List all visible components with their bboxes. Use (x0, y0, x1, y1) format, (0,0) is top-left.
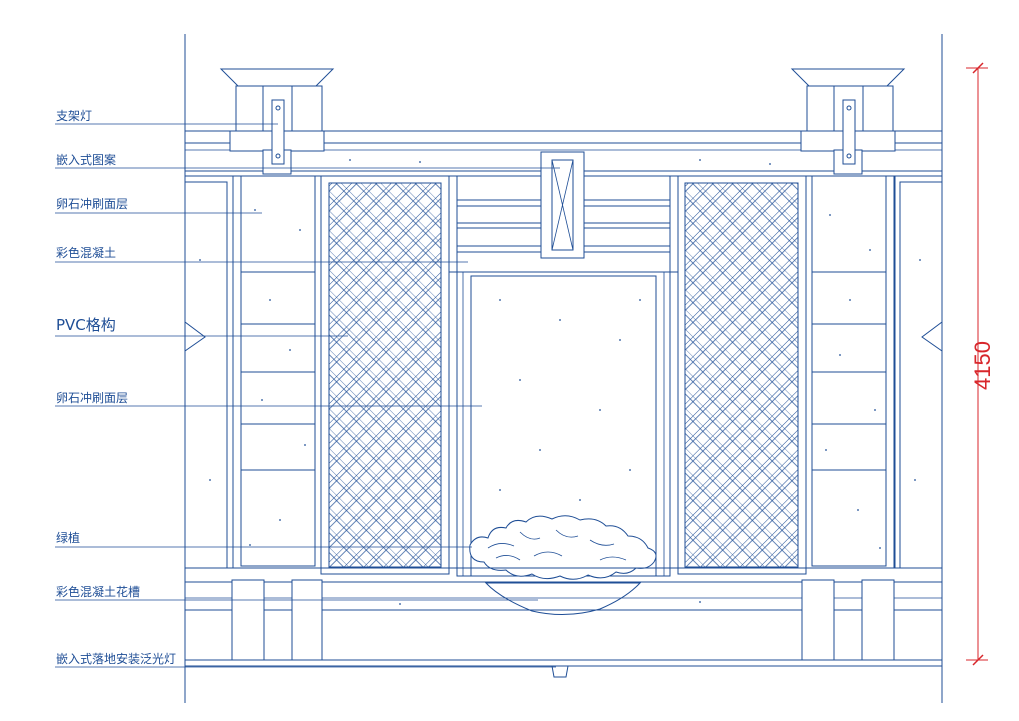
right-pvc-lattice (677, 175, 807, 575)
left-boundary-line (184, 34, 206, 703)
leader-lines (55, 123, 560, 668)
inset-emblem (540, 151, 585, 259)
label-bracket-lamp: 支架灯 (56, 109, 93, 123)
floor-uplight (551, 665, 569, 678)
right-boundary-line (921, 34, 943, 703)
shrub (469, 515, 657, 580)
label-pebble-wash-finish-lower: 卵石冲刷面层 (56, 391, 129, 405)
dimension-value: 4150 (970, 341, 995, 390)
planter (484, 582, 642, 616)
label-concrete-planter: 彩色混凝土花槽 (56, 585, 141, 599)
left-bracket-lamp (219, 68, 335, 175)
label-pebble-wash-finish-upper: 卵石冲刷面层 (56, 197, 129, 211)
left-pillar (232, 175, 322, 569)
right-pillar (805, 175, 895, 569)
stipple-texture (199, 159, 921, 605)
label-inset-pattern: 嵌入式图案 (56, 153, 117, 167)
label-planting: 绿植 (56, 531, 81, 545)
right-bracket-lamp (790, 68, 906, 175)
label-colored-concrete: 彩色混凝土 (56, 246, 117, 260)
label-pvc-lattice: PVC格构 (56, 316, 116, 334)
height-dimension (966, 62, 988, 666)
label-floor-uplight: 嵌入式落地安装泛光灯 (56, 652, 177, 666)
left-pvc-lattice (320, 175, 450, 575)
base-plinth (184, 567, 943, 667)
